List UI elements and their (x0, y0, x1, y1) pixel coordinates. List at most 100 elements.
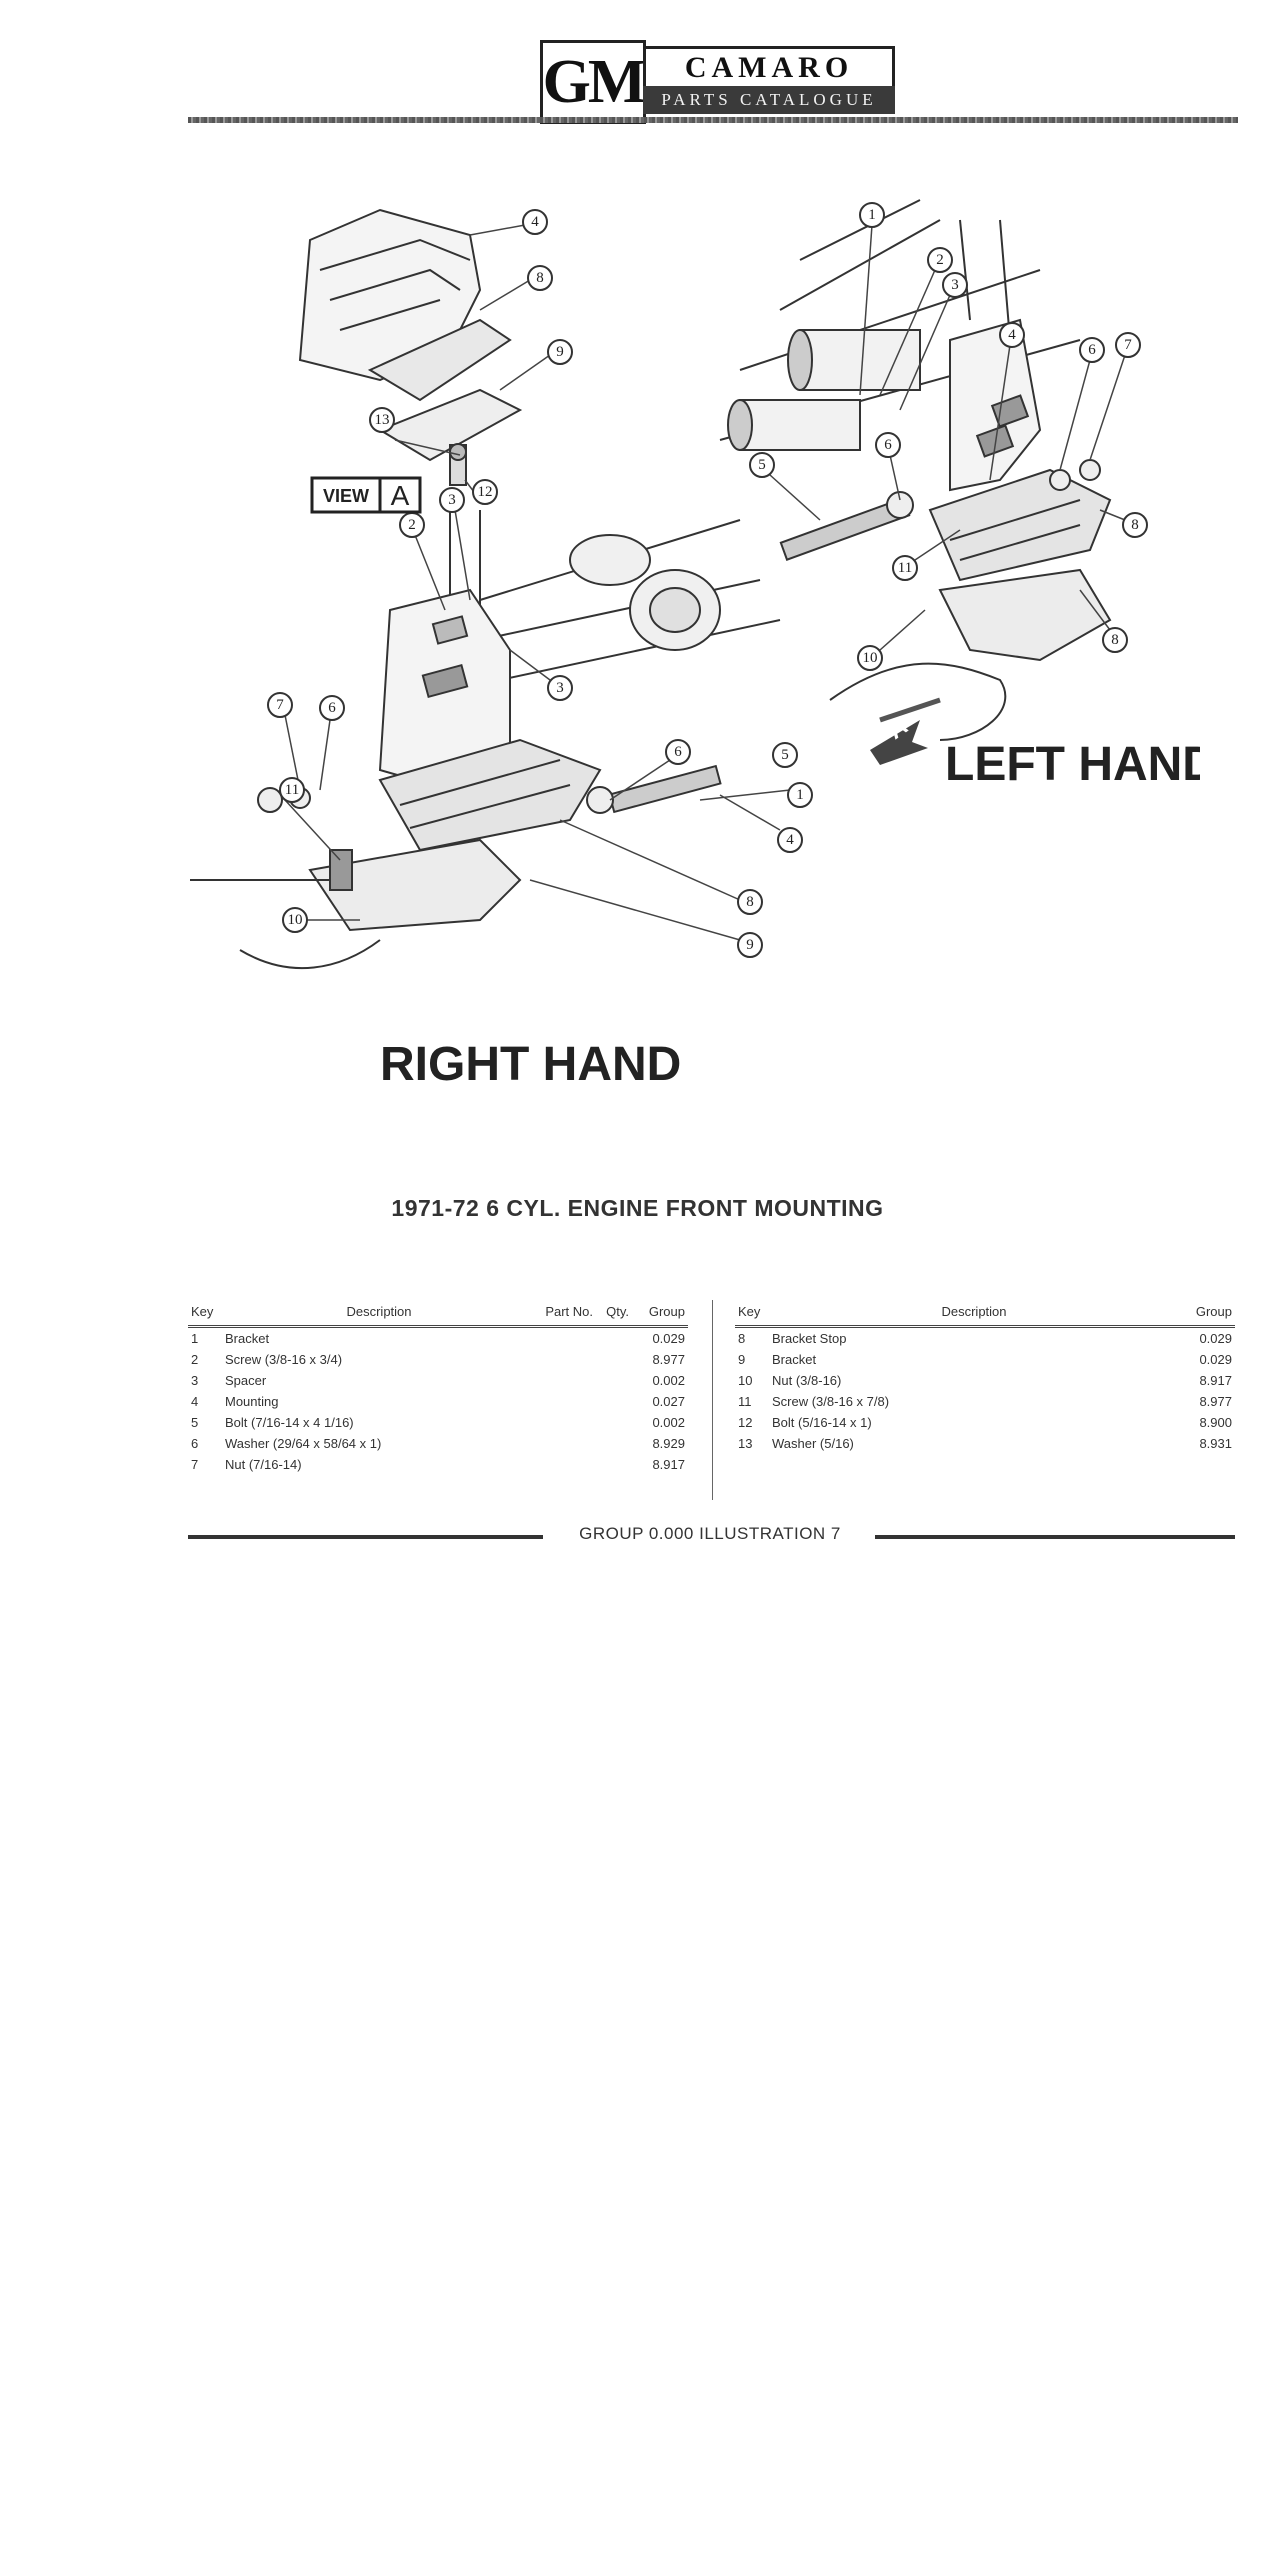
callout-12: 12 (472, 479, 498, 505)
callout-10: 10 (857, 645, 883, 671)
svg-text:3: 3 (556, 680, 564, 696)
exploded-view-illustration: 4 8 9 13 12 1 2 3 4 6 7 6 5 11 8 8 10 2 … (180, 180, 1217, 1110)
callout-1: 1 (859, 202, 885, 228)
svg-text:6: 6 (328, 700, 336, 716)
svg-text:8: 8 (536, 270, 544, 286)
svg-text:2: 2 (936, 252, 944, 268)
callout-6: 6 (319, 695, 345, 721)
col-description: Description (769, 1300, 1179, 1328)
col-key: Key (188, 1300, 222, 1328)
col-description: Description (222, 1300, 536, 1328)
callout-4: 4 (999, 322, 1025, 348)
callout-8: 8 (1122, 512, 1148, 538)
callout-9: 9 (547, 339, 573, 365)
callout-13: 13 (369, 407, 395, 433)
left-hand-assembly (719, 199, 1112, 765)
header-divider (188, 117, 1238, 123)
callout-3: 3 (942, 272, 968, 298)
illustration-caption: GROUP 0.000 ILLUSTRATION 7 (0, 1520, 1275, 1560)
svg-text:7: 7 (276, 697, 284, 713)
catalogue-title-box: CAMARO PARTS CATALOGUE (643, 46, 895, 114)
callout-3: 3 (439, 487, 465, 513)
svg-text:4: 4 (531, 214, 539, 230)
caption-rule-right (875, 1535, 1235, 1539)
callout-6: 6 (665, 739, 691, 765)
catalogue-title: CAMARO (643, 46, 895, 87)
view-a-detail (298, 208, 523, 486)
svg-text:1: 1 (868, 207, 876, 223)
table-divider (712, 1300, 713, 1500)
svg-text:8: 8 (1131, 517, 1139, 533)
callout-8: 8 (527, 265, 553, 291)
mounting-diagram: 4 8 9 13 12 1 2 3 4 6 7 6 5 11 8 8 10 2 … (190, 199, 1217, 1091)
svg-text:6: 6 (674, 744, 682, 760)
svg-text:13: 13 (375, 412, 390, 428)
page-header: GM CAMARO PARTS CATALOGUE (0, 0, 1275, 130)
svg-text:A: A (391, 480, 410, 511)
col-part-no: Part No. (536, 1300, 596, 1328)
callout-8: 8 (1102, 627, 1128, 653)
svg-text:4: 4 (1008, 327, 1016, 343)
svg-text:3: 3 (448, 492, 456, 508)
caption-text: GROUP 0.000 ILLUSTRATION 7 (579, 1524, 841, 1543)
svg-text:9: 9 (556, 344, 564, 360)
callout-11: 11 (279, 777, 305, 803)
callout-6: 6 (1079, 337, 1105, 363)
callout-7: 7 (1115, 332, 1141, 358)
svg-text:3: 3 (951, 277, 959, 293)
col-qty: Qty. (596, 1300, 632, 1328)
callout-8: 8 (737, 889, 763, 915)
table-header-row: Key Description Group (735, 1300, 1235, 1328)
left-hand-label: LEFT HAND (945, 738, 1200, 791)
callout-2: 2 (399, 512, 425, 538)
svg-text:9: 9 (746, 937, 754, 953)
col-group: Group (632, 1300, 688, 1328)
callout-7: 7 (267, 692, 293, 718)
callout-6: 6 (875, 432, 901, 458)
svg-text:11: 11 (898, 560, 912, 576)
callout-4: 4 (522, 209, 548, 235)
section-title: 1971-72 6 CYL. ENGINE FRONT MOUNTING (391, 1195, 884, 1221)
svg-text:7: 7 (1124, 337, 1132, 353)
gm-logo: GM (540, 40, 646, 124)
col-key: Key (735, 1300, 769, 1328)
callout-2: 2 (927, 247, 953, 273)
svg-text:12: 12 (478, 484, 493, 500)
callout-4: 4 (777, 827, 803, 853)
svg-text:10: 10 (863, 650, 878, 666)
svg-text:6: 6 (884, 437, 892, 453)
caption-rule-left (188, 1535, 543, 1539)
callout-5: 5 (749, 452, 775, 478)
callout-markers: 4 8 9 13 12 1 2 3 4 6 7 6 5 11 8 8 10 2 … (267, 202, 1148, 958)
callout-10: 10 (282, 907, 308, 933)
svg-text:5: 5 (758, 457, 766, 473)
col-group: Group (1179, 1300, 1235, 1328)
table-header-row: Key Description Part No. Qty. Group (188, 1300, 688, 1328)
svg-text:6: 6 (1088, 342, 1096, 358)
callout-3: 3 (547, 675, 573, 701)
right-hand-label: RIGHT HAND (380, 1038, 681, 1091)
catalogue-subtitle: PARTS CATALOGUE (643, 86, 895, 114)
callout-11: 11 (892, 555, 918, 581)
svg-text:10: 10 (288, 912, 303, 928)
svg-text:2: 2 (408, 517, 416, 533)
view-a-label: VIEW A (310, 476, 422, 514)
callout-9: 9 (737, 932, 763, 958)
svg-text:11: 11 (285, 782, 299, 798)
svg-text:4: 4 (786, 832, 794, 848)
